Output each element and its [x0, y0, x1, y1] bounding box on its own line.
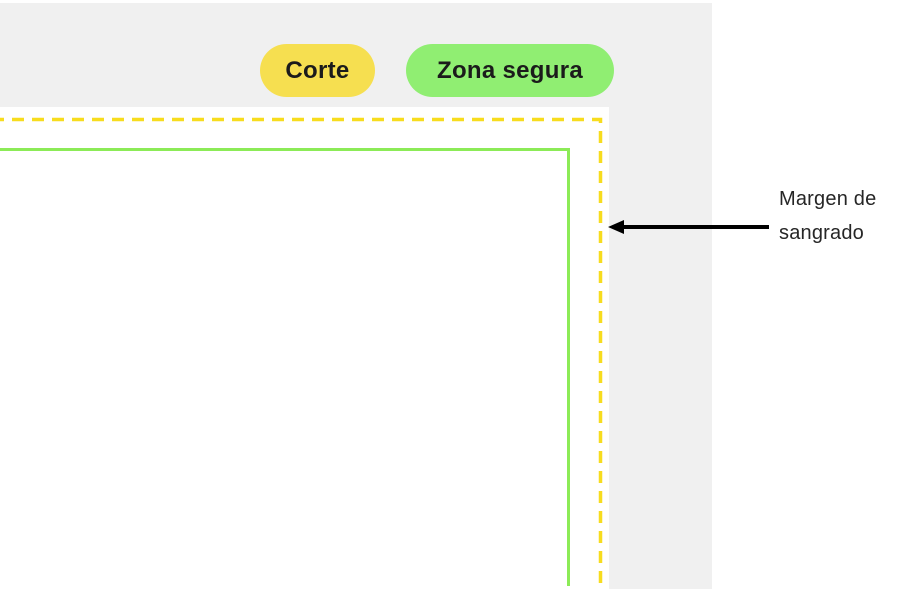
- bleed-margin-label-line2: sangrado: [779, 222, 864, 244]
- bleed-margin-label-line1: Margen de: [779, 188, 877, 210]
- legend-zona-segura-badge: Zona segura: [406, 44, 614, 97]
- legend-corte-badge: Corte: [260, 44, 375, 97]
- pasteboard-right-band: [609, 107, 712, 589]
- legend-zona-segura-label: Zona segura: [437, 56, 583, 84]
- legend-corte-label: Corte: [285, 56, 350, 84]
- bleed-margin-label: Margen de sangrado: [779, 182, 876, 250]
- cut-line-dashed: [0, 117, 603, 591]
- safe-zone-line: [0, 148, 570, 586]
